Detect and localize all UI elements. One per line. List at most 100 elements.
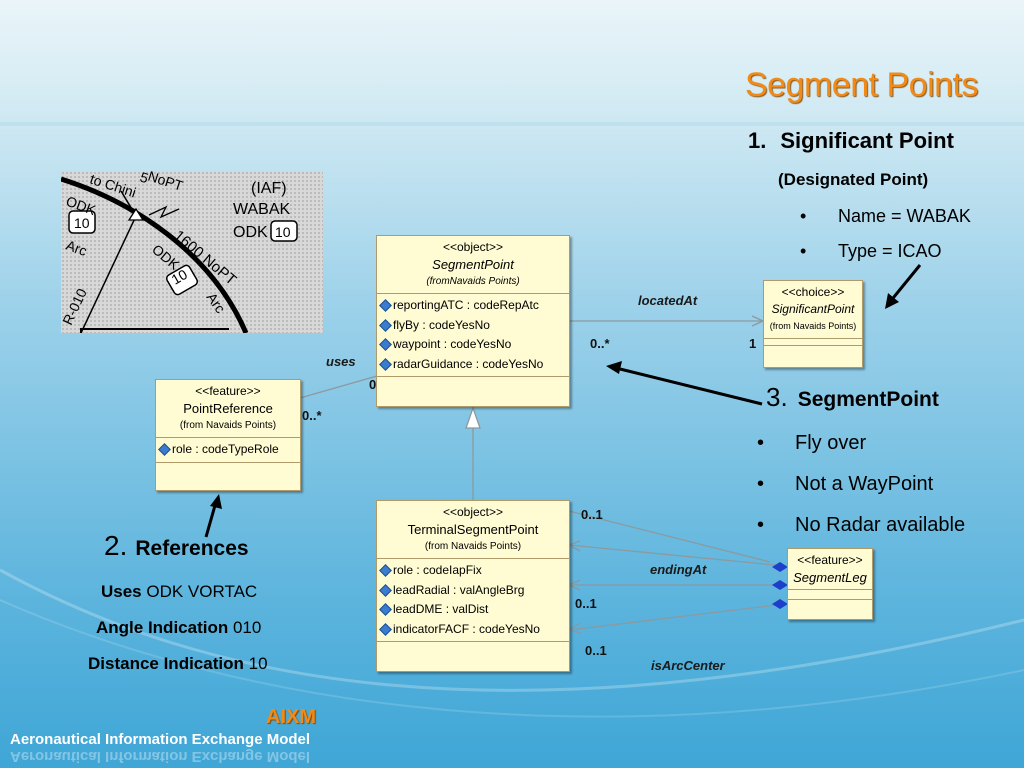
segment-bullet-text: Fly over: [795, 432, 867, 454]
class-package: (from Navaids Points): [424, 541, 522, 552]
reference-label: Uses: [101, 582, 142, 601]
mult-uses-source: 0: [369, 377, 377, 392]
class-name: SegmentPoint: [432, 257, 514, 272]
class-name: SegmentLeg: [793, 570, 867, 585]
class-package: (fromNavaids Points): [426, 276, 520, 287]
attribute-icon: [379, 564, 392, 578]
class-header: <<object>> SegmentPoint (fromNavaids Poi…: [377, 236, 569, 294]
background-wave: [0, 568, 1024, 718]
mult-ending-1: 0..1: [581, 507, 603, 522]
reference-value: 010: [232, 618, 262, 637]
significant-number: 1.: [748, 128, 767, 153]
reference-value: 10: [248, 654, 268, 673]
assoc-uses: uses: [326, 354, 356, 369]
significant-bullet-2: •Type = ICAO: [800, 241, 942, 261]
class-name: SignificantPoint: [771, 302, 855, 316]
references-number: 2.: [104, 530, 128, 561]
map-label-wabak: WABAK: [233, 201, 291, 218]
mult-located-source: 0..*: [590, 336, 610, 351]
segment-bullet-1: •Fly over: [757, 432, 867, 454]
class-stereotype: <<choice>>: [781, 285, 845, 299]
footer-reflection: Aeronautical Information Exchange Model: [10, 748, 311, 765]
assoc-located-at: locatedAt: [638, 293, 698, 308]
footer-brand: AIXM: [266, 706, 316, 728]
segment-bullet-text: Not a WayPoint: [795, 473, 934, 495]
attribute-icon: [379, 622, 392, 636]
mult-uses-target: 0..*: [302, 408, 322, 423]
class-stereotype: <<object>>: [442, 240, 504, 254]
segment-bullet-2: •Not a WayPoint: [757, 473, 934, 495]
leg-upper-line: [568, 510, 771, 563]
attribute-row: leadRadial : valAngleBrg: [379, 581, 565, 601]
assoc-ending-at: endingAt: [650, 562, 707, 577]
class-stereotype: <<object>>: [442, 505, 504, 519]
approach-chart-drawing: to Chini NoPT (IAF) WABAK ODK 10 ODK 10 …: [61, 171, 298, 333]
attribute-row: reportingATC : codeRepAtc: [379, 296, 565, 316]
significant-subtitle: (Designated Point): [778, 170, 929, 189]
generalization-triangle: [465, 406, 481, 429]
significant-bullet-text: Name = WABAK: [838, 206, 971, 226]
segment-bullet-3: •No Radar available: [757, 514, 966, 536]
attribute-text: indicatorFACF : codeYesNo: [393, 621, 540, 636]
reference-distance: Distance Indication 10: [88, 654, 268, 674]
reference-value: ODK VORTAC: [146, 582, 258, 601]
top-band: [0, 122, 1024, 126]
class-name: TerminalSegmentPoint: [407, 522, 539, 537]
attribute-text: reportingATC : codeRepAtc: [393, 298, 539, 312]
attribute-text: role : codeIapFix: [393, 563, 482, 577]
attribute-row: flyBy : codeYesNo: [379, 316, 565, 336]
references-title: References: [135, 537, 249, 560]
attribute-row: indicatorFACF : codeYesNo: [379, 620, 565, 640]
class-attributes: role : codeTypeRole: [156, 438, 300, 463]
segment-number: 3.: [766, 382, 788, 412]
callout-arrow-significant: [887, 264, 922, 304]
map-label-arc: Arc: [64, 237, 89, 259]
reference-label: Angle Indication: [96, 618, 229, 637]
uml-class-point-reference: <<feature>> PointReference (from Navaids…: [155, 379, 301, 491]
segment-title: SegmentPoint: [797, 388, 939, 411]
segment-heading: 3. SegmentPoint: [766, 382, 939, 413]
class-stereotype: <<feature>>: [797, 553, 863, 567]
attribute-icon: [158, 443, 171, 457]
attribute-icon: [379, 583, 392, 597]
footer-fullname: Aeronautical Information Exchange Model: [10, 731, 311, 748]
attribute-row: waypoint : codeYesNo: [379, 335, 565, 355]
uml-class-terminal-segment-point: <<object>> TerminalSegmentPoint (from Na…: [376, 500, 570, 672]
uml-class-segment-leg: <<feature>> SegmentLeg: [787, 548, 873, 620]
uses-line: [299, 375, 378, 399]
map-label-odk-2: ODK: [233, 224, 268, 241]
attribute-icon: [379, 603, 392, 617]
class-header: <<feature>> SegmentLeg: [788, 549, 872, 590]
class-package: (from Navaids Points): [769, 321, 857, 331]
class-attributes: role : codeIapFix leadRadial : valAngleB…: [377, 559, 569, 642]
aggregation-diamond-3: [772, 599, 788, 609]
callout-arrow-references: [204, 501, 218, 538]
callout-arrow-segment: [619, 367, 763, 406]
attribute-text: flyBy : codeYesNo: [393, 317, 490, 332]
class-package: (from Navaids Points): [179, 420, 277, 431]
mult-located-target: 1: [749, 336, 757, 351]
attribute-icon: [379, 299, 392, 313]
attribute-icon: [379, 318, 392, 332]
attribute-row: role : codeIapFix: [379, 561, 565, 581]
attribute-icon: [379, 357, 392, 371]
class-attributes: reportingATC : codeRepAtc flyBy : codeYe…: [377, 294, 569, 377]
reference-label: Distance Indication: [88, 654, 244, 673]
uml-class-segment-point: <<object>> SegmentPoint (fromNavaids Poi…: [376, 235, 570, 407]
ending-at-line-1: [568, 544, 786, 567]
attribute-row: radarGuidance : codeYesNo: [379, 355, 565, 375]
attribute-row: role : codeTypeRole: [158, 440, 296, 460]
mult-ending-2: 0..1: [575, 596, 597, 611]
class-name: PointReference: [183, 401, 273, 416]
aggregation-diamond-2: [772, 580, 788, 590]
class-header: <<feature>> PointReference (from Navaids…: [156, 380, 300, 438]
segment-bullet-text: No Radar available: [795, 514, 966, 536]
page-title: Segment Points: [744, 66, 979, 104]
attribute-text: leadDME : valDist: [393, 602, 489, 616]
attribute-text: radarGuidance : codeYesNo: [393, 356, 544, 371]
map-label-odk-distance: 10: [74, 215, 90, 231]
significant-bullet-1: •Name = WABAK: [800, 206, 971, 226]
mult-arc-center: 0..1: [585, 643, 607, 658]
class-header: <<object>> TerminalSegmentPoint (from Na…: [377, 501, 569, 559]
